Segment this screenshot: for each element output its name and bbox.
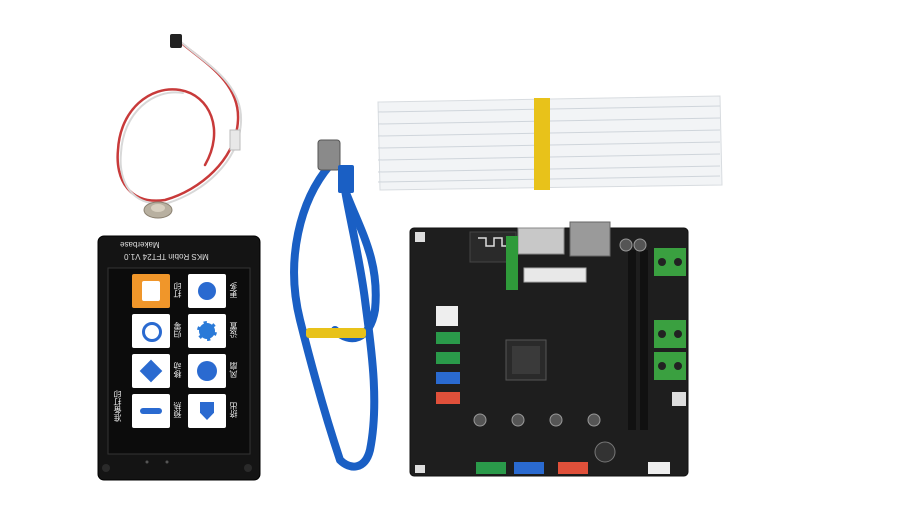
lcd-menu-grid: 打印 更多 归零 设置 移动 风扇 预热 挤出 — [132, 274, 244, 434]
tile-settings-label: 设置 — [229, 322, 238, 338]
fan-icon — [197, 361, 217, 381]
mainboard — [409, 221, 689, 477]
motor-connector-blue-2 — [514, 462, 544, 474]
thermistor-plug — [170, 34, 182, 48]
inductor — [594, 441, 616, 463]
settings-icon — [197, 321, 217, 341]
display-model: MKS Robin TFT24 V1.0 — [124, 252, 209, 261]
extrude-icon — [200, 402, 214, 420]
tile-fan[interactable] — [188, 354, 226, 388]
home-icon — [142, 322, 162, 342]
usb-b-port — [569, 221, 611, 257]
wifi-header — [506, 236, 518, 290]
motor-connector-green-1 — [436, 332, 460, 344]
cable-tie — [534, 98, 550, 190]
motor-connector-blue-1 — [436, 372, 460, 384]
exp-connector — [523, 267, 587, 283]
lcd-screen — [107, 267, 251, 455]
thermistor-cable — [116, 38, 243, 205]
motor-connector-red-1 — [436, 392, 460, 404]
more-icon — [198, 282, 216, 300]
jst-connector — [436, 306, 458, 326]
usb-cable — [290, 161, 380, 471]
tile-fan-label: 风扇 — [229, 362, 238, 378]
print-icon — [142, 281, 160, 301]
tile-extrude-label: 挤出 — [229, 402, 238, 418]
tile-preheat-label: 预热 — [173, 402, 182, 418]
tile-move-label: 移动 — [173, 362, 182, 378]
pin-header-strip — [628, 250, 636, 430]
tile-more-label: 更多 — [229, 282, 238, 298]
preheat-icon — [140, 408, 162, 414]
tile-extrude[interactable] — [188, 394, 226, 428]
tile-print[interactable] — [132, 274, 170, 308]
usb-plug-a — [317, 139, 341, 171]
thermistor-probe — [143, 201, 173, 219]
tile-more[interactable] — [188, 274, 226, 308]
lcd-status: 准备打印 — [113, 390, 122, 422]
display-brand: Makerbase — [120, 240, 160, 249]
tile-settings[interactable] — [188, 314, 226, 348]
tile-home[interactable] — [132, 314, 170, 348]
tile-home-label: 归零 — [173, 322, 182, 338]
tile-print-label: 打印 — [173, 282, 182, 298]
usb-cable-tie — [306, 328, 366, 338]
sd-card-slot — [517, 227, 565, 255]
move-icon — [139, 359, 163, 383]
motor-connector-green-2 — [476, 462, 506, 474]
tile-preheat[interactable] — [132, 394, 170, 428]
tile-move[interactable] — [132, 354, 170, 388]
motor-connector-red-2 — [558, 462, 588, 474]
ribbon-cable — [377, 95, 723, 191]
usb-plug-b — [338, 165, 354, 193]
